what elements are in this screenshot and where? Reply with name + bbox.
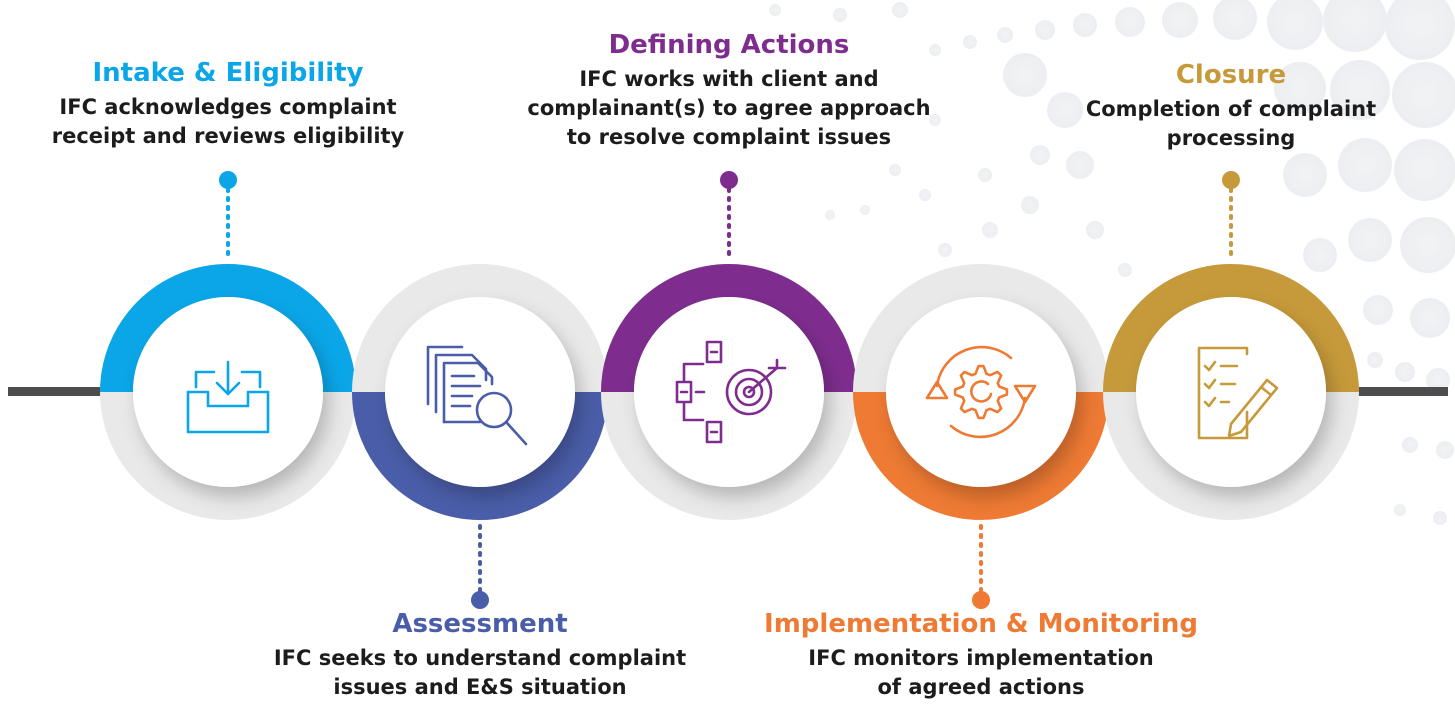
connector-dot	[720, 171, 738, 189]
step-4	[853, 264, 1109, 609]
connector-dot	[972, 591, 990, 609]
step-description-line: Completion of complaint	[1085, 97, 1377, 121]
step-title: Closure	[1175, 60, 1287, 90]
background-dots	[769, 0, 1455, 525]
step-ring-arc	[853, 391, 1109, 520]
step-1	[100, 171, 356, 520]
step-description: Completion of complaint processing	[971, 95, 1455, 153]
step-ring-arc	[100, 264, 356, 393]
gear-cycle-icon	[925, 345, 1037, 439]
step-description-line: of agreed actions	[877, 675, 1085, 699]
connector-dot	[219, 171, 237, 189]
step-title: Intake & Eligibility	[92, 58, 364, 88]
step-description-line: complainant(s) to agree approach	[527, 96, 931, 120]
step-disc	[886, 297, 1076, 487]
step-ring-arc	[352, 391, 608, 520]
step-description-line: IFC monitors implementation	[808, 646, 1154, 670]
step-title: Implementation & Monitoring	[764, 609, 1198, 639]
step-description: IFC monitors implementation of agreed act…	[721, 644, 1241, 702]
step-description: IFC seeks to understand complaint issues …	[220, 644, 740, 702]
step-description-line: IFC acknowledges complaint	[59, 95, 397, 119]
step-disc	[385, 297, 575, 487]
connector-dot	[471, 591, 489, 609]
step-description-line: IFC works with client and	[579, 67, 879, 91]
step-5	[1103, 171, 1359, 520]
step-description: IFC acknowledges complaint receipt and re…	[0, 93, 488, 151]
step-description: IFC works with client and complainant(s) …	[469, 65, 989, 152]
step-ring-arc	[1103, 264, 1359, 393]
step-3	[601, 171, 857, 520]
step-disc	[634, 297, 824, 487]
documents-search-icon	[426, 345, 528, 446]
inbox-download-icon	[186, 360, 270, 434]
step-title: Defining Actions	[608, 30, 850, 60]
step-description-line: issues and E&S situation	[333, 675, 627, 699]
step-description-line: receipt and reviews eligibility	[51, 124, 405, 148]
step-description-line: to resolve complaint issues	[566, 125, 892, 149]
step-disc	[1136, 297, 1326, 487]
step-2	[352, 264, 608, 609]
step-ring-arc	[601, 264, 857, 393]
checklist-pencil-icon	[1197, 346, 1279, 440]
step-description-line: processing	[1166, 126, 1296, 150]
target-flow-icon	[675, 340, 787, 444]
connector-dot	[1222, 171, 1240, 189]
step-title: Assessment	[392, 609, 568, 639]
step-description-line: IFC seeks to understand complaint	[273, 646, 687, 670]
